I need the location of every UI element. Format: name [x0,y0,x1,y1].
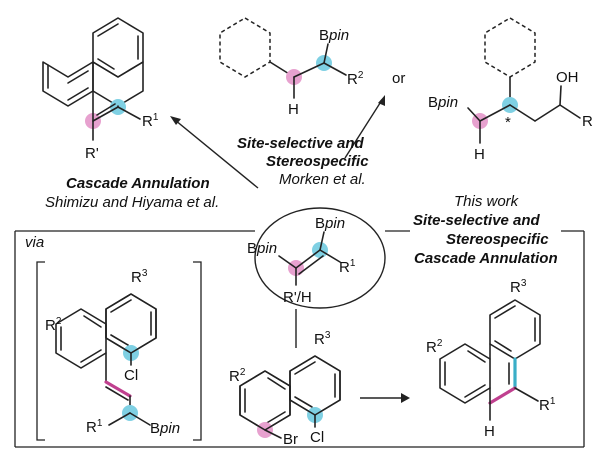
cl-label: Cl [310,429,324,446]
this-work-title-3: Cascade Annulation [414,250,558,267]
bpin-label: Bpin [428,94,458,111]
br-label: Br [283,431,298,448]
r2-label: R2 [229,367,246,385]
via-bracket [36,261,202,441]
phenanthrene-bottom-right: R3 R2 R1 H [426,278,556,440]
arrowhead [401,393,410,403]
h-label: H [484,423,495,440]
outer-frame [14,230,585,448]
h-label: H [288,101,299,118]
morken-title-1: Site-selective and [237,135,365,152]
stereo-star: * [505,114,511,131]
arrowhead [378,95,385,106]
arrow-to-phenanthrene [174,119,259,189]
r2-label: R2 [426,338,443,356]
r1-label: R1 [339,258,356,276]
shimizu-citation: Shimizu and Hiyama et al. [45,194,219,211]
r3-label: R3 [131,268,148,286]
r2-label: R2 [45,316,62,334]
r1-label: R1 [539,396,556,414]
r-prime-h-label: R'/H [283,289,312,306]
boronate-top-center: H Bpin R2 [219,17,364,118]
via-intermediate: R2 R3 Cl R1 Bpin [45,268,180,437]
bpin-label: Bpin [315,215,345,232]
arrow-to-morken [344,99,383,159]
bpin-label: Bpin [319,27,349,44]
this-work-title-1: Site-selective and [413,212,541,229]
bpin-label: Bpin [150,420,180,437]
this-work-label: This work [454,193,520,210]
via-label: via [25,234,44,251]
morken-title-2: Stereospecific [266,153,369,170]
bpin-label: Bpin [247,240,277,257]
alcohol-top-right: * Bpin H OH R [428,17,593,163]
r1-label: R1 [86,418,103,436]
oh-label: OH [556,69,579,86]
or-label: or [392,70,405,87]
pink-vinyl-bond [104,380,132,398]
cascade-title: Cascade Annulation [66,175,210,192]
pink-new-bond [488,386,517,405]
arrowhead [170,116,181,125]
alkenylboronate-center: Bpin Bpin R1 R'/H [247,215,356,306]
biaryl-substrate: R2 R3 Cl Br [229,330,341,448]
r3-label: R3 [510,278,527,296]
r-label: R [582,113,593,130]
morken-citation: Morken et al. [279,171,366,188]
cl-label: Cl [124,367,138,384]
r3-label: R3 [314,330,331,348]
r1-label: R1 [142,112,159,130]
phenanthrene-top-left: R1 R' [42,17,159,162]
r-prime-label: R' [85,145,99,162]
r2-label: R2 [347,70,364,88]
h-label: H [474,146,485,163]
this-work-title-2: Stereospecific [446,231,549,248]
